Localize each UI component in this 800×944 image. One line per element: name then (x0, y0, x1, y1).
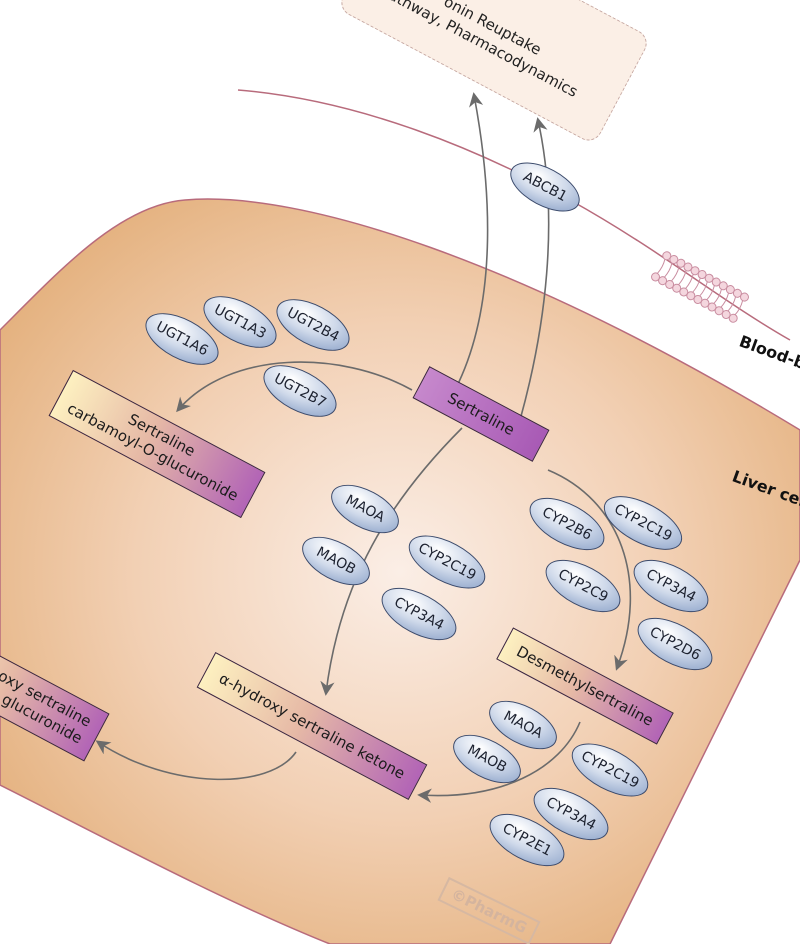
arrow-sertraline-to-pd-left (455, 92, 489, 389)
arrow-sertraline-to-glucuronide (176, 361, 413, 413)
arrow-desmethyl-to-ketone (417, 721, 581, 803)
arrow-sertraline-to-desmethyl (547, 469, 632, 671)
arrow-ketone-to-hydroxy-glucuronide (95, 740, 297, 781)
lipid-bilayer-icon (651, 251, 749, 323)
arrow-sertraline-to-pd-right (519, 117, 550, 421)
arrow-sertraline-to-ketone (320, 427, 463, 696)
